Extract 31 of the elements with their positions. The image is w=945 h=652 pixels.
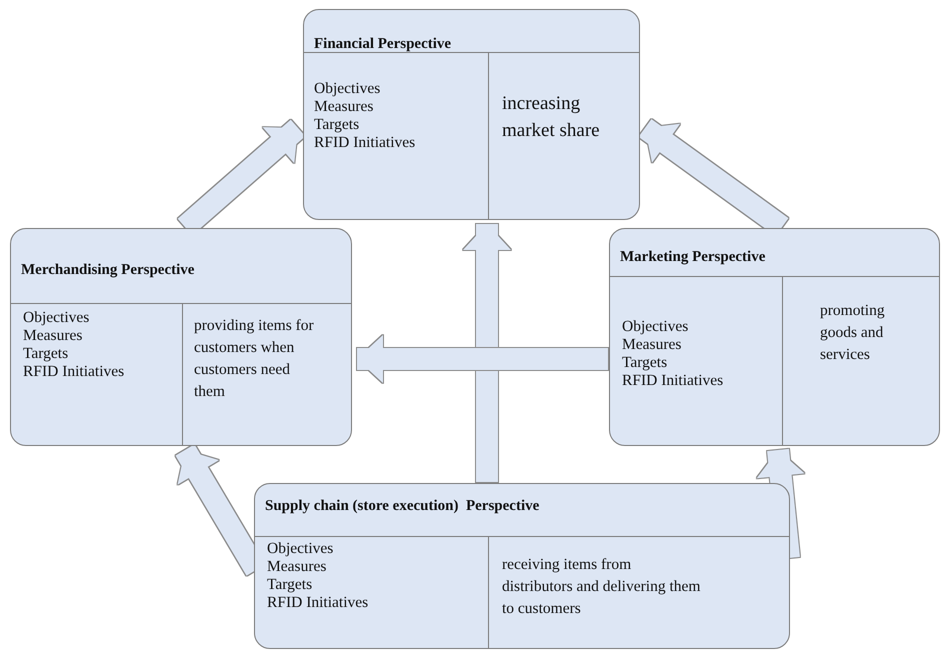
perspective-box: [303, 9, 640, 220]
perspective-box: [10, 228, 352, 446]
list-item: Measures: [267, 558, 326, 576]
list-item: Targets: [23, 345, 68, 363]
list-item: Measures: [314, 98, 374, 116]
box-heading: Marketing Perspective: [620, 249, 766, 266]
box-heading: Supply chain (store execution) Perspective: [265, 498, 540, 515]
list-item: Targets: [267, 576, 312, 594]
description-text: providing items for customers when customers need them: [194, 316, 315, 402]
list-item: RFID Initiatives: [267, 594, 368, 612]
description-text: promoting goods and services: [820, 301, 886, 365]
box-heading: Financial Perspective: [314, 36, 452, 53]
block-arrow: [357, 335, 608, 383]
list-item: Measures: [622, 336, 682, 354]
list-item: Objectives: [23, 309, 90, 327]
list-item: RFID Initiatives: [23, 363, 124, 381]
description-text: increasing market share: [502, 92, 601, 143]
block-arrow: [463, 224, 511, 482]
list-item: Targets: [622, 354, 668, 372]
block-arrow: [756, 448, 804, 560]
list-item: Targets: [314, 116, 360, 134]
list-item: RFID Initiatives: [622, 372, 724, 390]
list-item: Objectives: [622, 318, 688, 336]
box-heading: Merchandising Perspective: [21, 262, 194, 279]
perspective-box: [609, 228, 940, 446]
list-item: Objectives: [267, 540, 334, 558]
perspective-box: [254, 483, 790, 649]
description-text: receiving items from distributors and delivering them to customers: [502, 555, 702, 619]
list-item: RFID Initiatives: [314, 134, 416, 152]
list-item: Measures: [23, 327, 82, 345]
list-item: Objectives: [314, 80, 380, 98]
